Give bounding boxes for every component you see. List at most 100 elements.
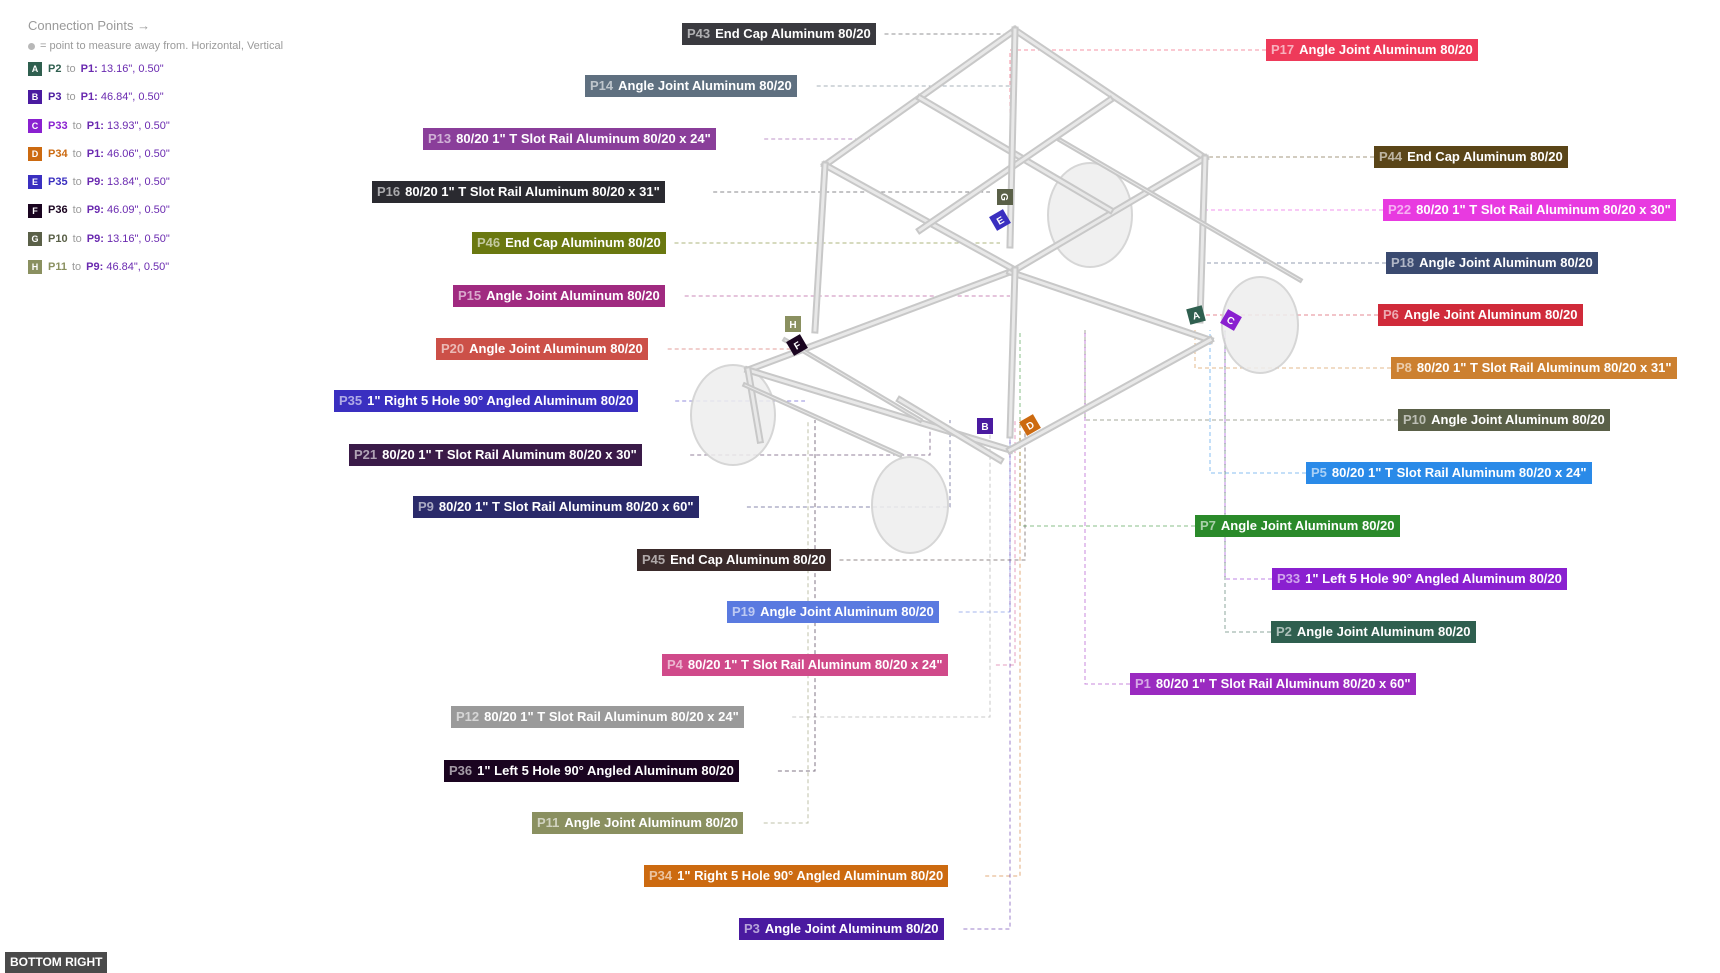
part-name: End Cap Aluminum 80/20 bbox=[1407, 149, 1563, 164]
part-id: P9 bbox=[418, 499, 434, 514]
legend-offset-value: 13.84", 0.50" bbox=[106, 176, 170, 189]
part-id: P35 bbox=[339, 393, 363, 408]
part-label-p36[interactable]: P36 1" Left 5 Hole 90° Angled Aluminum 80… bbox=[444, 760, 739, 782]
part-id: P13 bbox=[428, 131, 452, 146]
part-id: P16 bbox=[377, 184, 401, 199]
legend-from-part: P3 bbox=[48, 91, 62, 104]
marker-badge bbox=[997, 189, 1013, 205]
connection-marker-h[interactable]: H bbox=[785, 316, 801, 332]
legend-to-part: P9: bbox=[86, 204, 104, 217]
part-id: P3 bbox=[744, 921, 760, 936]
connection-marker-g[interactable]: G bbox=[997, 189, 1013, 205]
leader-line bbox=[963, 420, 1011, 930]
legend-from-part: P35 bbox=[48, 176, 68, 189]
part-name: 80/20 1" T Slot Rail Aluminum 80/20 x 24… bbox=[1331, 465, 1587, 480]
connection-marker-e[interactable]: E bbox=[989, 209, 1011, 231]
part-id: P44 bbox=[1379, 149, 1403, 164]
view-button[interactable]: BOTTOM RIGHT bbox=[5, 952, 108, 973]
wheel bbox=[871, 456, 949, 554]
marker-badge bbox=[1220, 309, 1242, 331]
part-name: Angle Joint Aluminum 80/20 bbox=[1431, 412, 1605, 427]
rail-beam-highlight bbox=[746, 368, 1012, 452]
legend-offset-value: 46.09", 0.50" bbox=[106, 204, 170, 217]
part-id: P36 bbox=[449, 763, 473, 778]
legend-key-badge: B bbox=[28, 90, 42, 105]
part-label-p5[interactable]: P5 80/20 1" T Slot Rail Aluminum 80/20 x … bbox=[1306, 462, 1592, 484]
part-label-p9[interactable]: P9 80/20 1" T Slot Rail Aluminum 80/20 x … bbox=[413, 496, 699, 518]
part-id: P8 bbox=[1396, 360, 1412, 375]
connection-marker-b[interactable]: B bbox=[977, 418, 993, 434]
rail-beam-highlight bbox=[1059, 139, 1301, 281]
part-name: 80/20 1" T Slot Rail Aluminum 80/20 x 30… bbox=[382, 447, 637, 462]
point-dot-icon bbox=[28, 42, 35, 50]
part-label-p16[interactable]: P16 80/20 1" T Slot Rail Aluminum 80/20 x… bbox=[372, 181, 665, 203]
connection-marker-f[interactable]: F bbox=[786, 334, 808, 356]
part-name: Angle Joint Aluminum 80/20 bbox=[1296, 624, 1471, 639]
connection-marker-d[interactable]: D bbox=[1019, 414, 1041, 436]
part-label-p14[interactable]: P14 Angle Joint Aluminum 80/20 bbox=[585, 75, 797, 97]
legend-to-word: to bbox=[72, 176, 82, 189]
rail-beam-highlight bbox=[1008, 28, 1017, 247]
legend-offset-value: 46.84", 0.50" bbox=[100, 91, 164, 104]
part-name: 80/20 1" T Slot Rail Aluminum 80/20 x 31… bbox=[405, 184, 660, 199]
legend-key-badge: G bbox=[28, 231, 42, 246]
rail-beam-highlight bbox=[746, 368, 762, 442]
part-label-p13[interactable]: P13 80/20 1" T Slot Rail Aluminum 80/20 x… bbox=[423, 128, 716, 150]
part-id: P14 bbox=[590, 78, 614, 93]
connection-markers: A B C D E F G H bbox=[785, 189, 1242, 436]
leader-line bbox=[985, 420, 1021, 877]
connection-marker-a[interactable]: A bbox=[1186, 305, 1206, 325]
part-name: Angle Joint Aluminum 80/20 bbox=[469, 341, 643, 356]
legend-to-part: P1: bbox=[86, 147, 104, 160]
connection-points-legend: Connection Points → = point to measure a… bbox=[28, 16, 328, 286]
legend-key-badge: E bbox=[28, 175, 42, 190]
part-name: 80/20 1" T Slot Rail Aluminum 80/20 x 24… bbox=[456, 131, 711, 146]
part-id: P5 bbox=[1311, 465, 1327, 480]
part-name: 1" Left 5 Hole 90° Angled Aluminum 80/20 bbox=[477, 763, 734, 778]
part-label-p44[interactable]: P44 End Cap Aluminum 80/20 bbox=[1374, 146, 1568, 168]
legend-key-badge: F bbox=[28, 203, 42, 218]
legend-from-part: P2 bbox=[48, 63, 62, 75]
legend-to-part: P1: bbox=[86, 119, 104, 132]
part-name: End Cap Aluminum 80/20 bbox=[505, 235, 661, 250]
part-id: P1 bbox=[1135, 676, 1151, 691]
part-name: 80/20 1" T Slot Rail Aluminum 80/20 x 60… bbox=[438, 499, 694, 514]
connection-marker-c[interactable]: C bbox=[1220, 309, 1242, 331]
part-name: Angle Joint Aluminum 80/20 bbox=[618, 78, 792, 93]
legend-to-part: P1: bbox=[80, 63, 98, 75]
part-id: P43 bbox=[687, 26, 711, 41]
legend-key-badge: D bbox=[28, 146, 42, 161]
